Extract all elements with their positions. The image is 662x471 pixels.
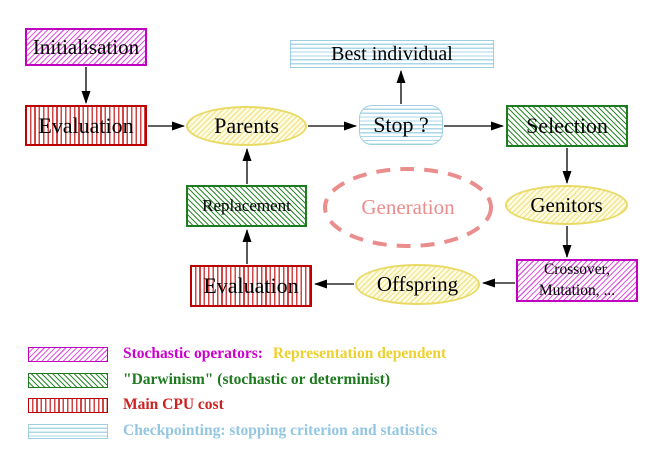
node-parents: Parents xyxy=(186,106,307,146)
node-offspring-label: Offspring xyxy=(376,272,459,297)
node-crossover-mutation: Crossover, Mutation, ... xyxy=(516,259,638,302)
node-replacement-label: Replacement xyxy=(202,196,291,216)
node-crossover-line1: Crossover, xyxy=(543,261,611,279)
node-evaluation-bottom: Evaluation xyxy=(190,265,312,307)
legend-swatch-checkpointing xyxy=(28,423,108,439)
node-evaluation-top: Evaluation xyxy=(25,105,147,146)
node-generation-label: Generation xyxy=(361,195,455,220)
legend-swatch-darwinism xyxy=(28,372,108,388)
node-selection: Selection xyxy=(506,105,628,147)
node-offspring: Offspring xyxy=(355,264,480,305)
node-selection-label: Selection xyxy=(526,113,608,139)
node-generation: Generation xyxy=(323,167,493,248)
node-genitors: Genitors xyxy=(505,185,628,225)
node-best-individual-label: Best individual xyxy=(331,42,453,65)
node-replacement: Replacement xyxy=(186,185,307,227)
node-initialisation-label: Initialisation xyxy=(32,34,140,59)
node-crossover-line2: Mutation, ... xyxy=(538,281,616,299)
node-evaluation-bottom-label: Evaluation xyxy=(203,273,299,299)
node-best-individual: Best individual xyxy=(290,40,494,68)
node-stop-label: Stop ? xyxy=(373,112,429,138)
legend-label-cpu-cost: Main CPU cost xyxy=(123,396,224,413)
legend-row-checkpointing: Checkpointing: stopping criterion and st… xyxy=(28,422,437,440)
node-stop: Stop ? xyxy=(359,105,443,145)
legend-row-darwinism: "Darwinism" (stochastic or determinist) xyxy=(28,371,390,389)
legend-row-cpu-cost: Main CPU cost xyxy=(28,396,224,414)
node-evaluation-top-label: Evaluation xyxy=(38,112,134,138)
legend-label-darwinism: "Darwinism" (stochastic or determinist) xyxy=(123,371,391,388)
legend-label-representation-dependent: Representation dependent xyxy=(272,345,447,362)
legend-row-stochastic: Stochastic operators: Representation depe… xyxy=(28,345,446,363)
legend-label-checkpointing: Checkpointing: stopping criterion and st… xyxy=(123,422,438,439)
node-initialisation: Initialisation xyxy=(25,28,147,66)
node-parents-label: Parents xyxy=(214,113,279,139)
legend-label-stochastic: Stochastic operators: xyxy=(123,345,263,362)
node-genitors-label: Genitors xyxy=(530,192,603,217)
legend-swatch-stochastic-operators xyxy=(28,346,108,362)
legend-swatch-cpu-cost xyxy=(28,397,108,413)
